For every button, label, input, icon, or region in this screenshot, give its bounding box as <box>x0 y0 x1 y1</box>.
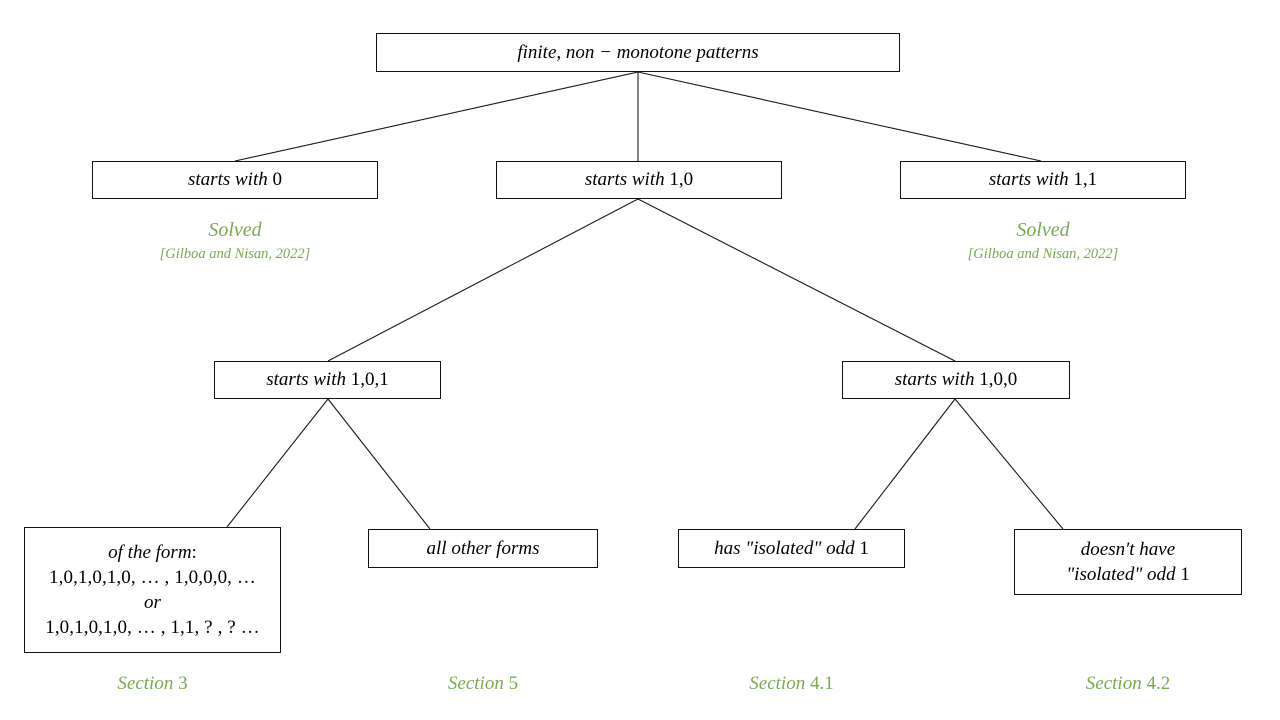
tree-node-line: 1,0,1,0,1,0, … , 1,1, ? , ? … <box>45 615 260 640</box>
tree-edge <box>954 398 1064 530</box>
node-text-italic: doesn′t have <box>1080 538 1176 560</box>
tree-node-all-other-forms[interactable]: all other forms <box>368 529 598 568</box>
tree-edge <box>854 398 956 530</box>
tree-node-line: finite, non − monotone patterns <box>517 40 758 65</box>
node-text-italic: starts with <box>266 369 351 391</box>
annotation-citation: [Gilboa and Nisan, 2022] <box>159 246 311 262</box>
node-text-italic: starts with <box>988 169 1074 191</box>
node-text-upright: 1,0 <box>669 169 694 191</box>
section-label-number: 5 <box>508 673 519 694</box>
tree-node-line: 1,0,1,0,1,0, … , 1,0,0,0, … <box>49 565 256 590</box>
tree-node-line: starts with 0 <box>188 167 282 192</box>
tree-node-starts-with-1-0-1[interactable]: starts with 1,0,1 <box>214 361 441 399</box>
annotation-citation: [Gilboa and Nisan, 2022] <box>967 246 1119 262</box>
section-label-number: 4.2 <box>1146 673 1171 694</box>
tree-node-line: starts with 1,0,0 <box>895 367 1017 392</box>
section-label-number: 3 <box>178 673 188 694</box>
node-text-italic: "isolated" odd <box>1066 564 1181 585</box>
node-text-italic: finite, non − monotone patterns <box>517 41 759 63</box>
node-text-upright: 1,0,1,0,1,0, … , 1,1, ? , ? … <box>45 617 260 639</box>
tree-edge <box>234 71 639 162</box>
node-text-italic: of the form <box>108 541 192 563</box>
tree-node-starts-with-1-0[interactable]: starts with 1,0 <box>496 161 782 199</box>
tree-edge <box>226 398 329 528</box>
section-label-word: Section <box>117 673 179 694</box>
annotation-solved-left: Solved [Gilboa and Nisan, 2022] <box>92 218 378 264</box>
tree-node-of-the-form[interactable]: of the form:1,0,1,0,1,0, … , 1,0,0,0, …o… <box>24 527 281 653</box>
section-label-section-3: Section 3 <box>30 673 275 695</box>
annotation-status: Solved <box>1016 219 1070 241</box>
node-text-upright: 1 <box>859 537 869 559</box>
tree-node-starts-with-0[interactable]: starts with 0 <box>92 161 378 199</box>
tree-edge <box>327 398 431 530</box>
tree-node-line: "isolated" odd 1 <box>1066 562 1190 587</box>
node-text-italic: or <box>144 592 161 613</box>
tree-node-line: starts with 1,1 <box>989 167 1097 192</box>
tree-node-line: starts with 1,0 <box>585 167 693 192</box>
node-text-italic: has "isolated" odd <box>714 537 860 559</box>
node-text-upright: : <box>191 541 197 563</box>
tree-node-starts-with-1-1[interactable]: starts with 1,1 <box>900 161 1186 199</box>
tree-node-doesnt-have-isolated-odd-1[interactable]: doesn′t have"isolated" odd 1 <box>1014 529 1242 595</box>
node-text-upright: 1,0,1,0,1,0, … , 1,0,0,0, … <box>49 566 256 588</box>
section-label-section-4-1: Section 4.1 <box>678 673 905 695</box>
node-text-upright: 1 <box>1180 564 1190 585</box>
section-label-number: 4.1 <box>809 673 834 694</box>
tree-node-root[interactable]: finite, non − monotone patterns <box>376 33 900 72</box>
section-label-word: Section <box>447 673 509 694</box>
tree-node-line: doesn′t have <box>1081 537 1175 562</box>
node-text-upright: 1,0,0 <box>979 369 1018 391</box>
node-text-upright: 1,1 <box>1073 169 1098 191</box>
tree-node-line: of the form: <box>108 540 197 565</box>
tree-node-line: or <box>144 590 161 615</box>
tree-node-starts-with-1-0-0[interactable]: starts with 1,0,0 <box>842 361 1070 399</box>
section-label-word: Section <box>749 673 810 694</box>
tree-node-has-isolated-odd-1[interactable]: has "isolated" odd 1 <box>678 529 905 568</box>
tree-node-line: all other forms <box>427 536 540 561</box>
tree-node-line: starts with 1,0,1 <box>266 367 388 392</box>
tree-node-line: has "isolated" odd 1 <box>714 536 869 561</box>
section-label-section-5: Section 5 <box>368 673 598 695</box>
node-text-italic: starts with <box>584 169 670 191</box>
section-label-section-4-2: Section 4.2 <box>1014 673 1242 695</box>
annotation-solved-right: Solved [Gilboa and Nisan, 2022] <box>900 218 1186 264</box>
tree-edge <box>637 71 1042 162</box>
annotation-status: Solved <box>208 219 262 241</box>
node-text-italic: all other forms <box>426 537 540 559</box>
node-text-italic: starts with <box>894 369 980 391</box>
node-text-upright: 1,0,1 <box>350 369 389 391</box>
node-text-upright: 0 <box>272 169 282 191</box>
section-label-word: Section <box>1085 673 1147 694</box>
node-text-italic: starts with <box>188 169 273 191</box>
